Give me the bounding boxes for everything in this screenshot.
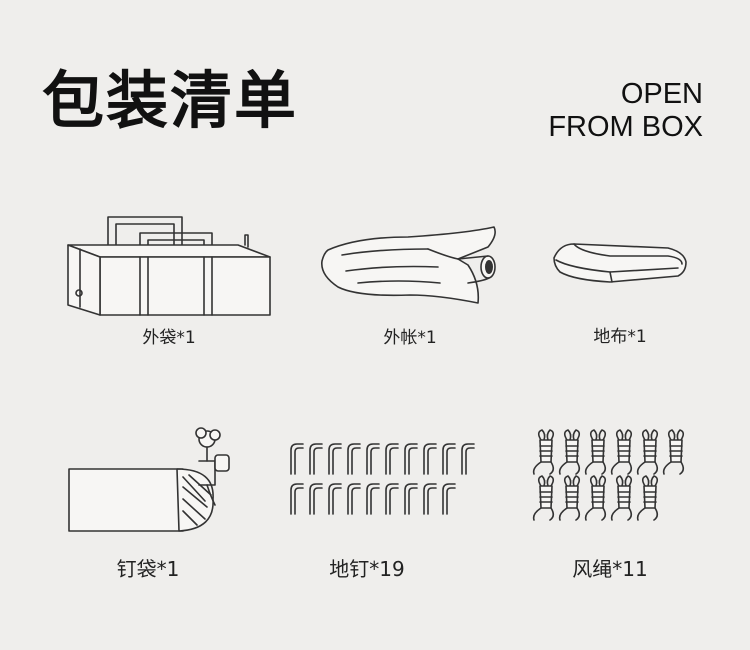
open-from-box-heading: OPEN FROM BOX: [548, 78, 703, 144]
rolled-tent-icon: [321, 226, 496, 304]
ground-peg-icon: [442, 483, 456, 515]
guy-rope-icon: [532, 475, 555, 521]
ground-peg-icon: [309, 483, 323, 515]
guy-rope-icon: [532, 429, 685, 521]
guy-rope-icon: [558, 475, 581, 521]
ground-peg-icon: [404, 483, 418, 515]
guy-rope-icon: [662, 429, 685, 475]
open-from-box-line1: OPEN: [620, 78, 703, 110]
carry-bag-icon: [67, 216, 271, 316]
ground-peg-icon: [347, 483, 361, 515]
item-label-carry-bag: 外袋*1: [142, 328, 196, 348]
ground-peg-icon: [385, 483, 399, 515]
ground-peg-icon: [404, 443, 418, 475]
item-label-ground-cloth: 地布*1: [593, 327, 647, 347]
ground-peg-icon: [347, 443, 361, 475]
page-title: 包装清单: [42, 64, 299, 137]
item-label-rolled-tent: 外帐*1: [383, 328, 437, 348]
ground-peg-icon: [423, 443, 437, 475]
ground-peg-icon: [366, 443, 380, 475]
item-label-peg-bag: 钉袋*1: [116, 557, 180, 581]
guy-rope-icon: [584, 429, 607, 475]
ground-peg-icon: [442, 443, 456, 475]
ground-peg-icon: [328, 443, 342, 475]
peg-bag-icon: [68, 427, 230, 532]
ground-peg-icon: [385, 443, 399, 475]
item-label-guy-ropes: 风绳*11: [572, 557, 648, 581]
guy-rope-icon: [584, 475, 607, 521]
guy-rope-icon: [636, 475, 659, 521]
guy-rope-icon: [532, 429, 555, 475]
open-from-box-line2: FROM BOX: [548, 111, 703, 143]
ground-peg-icon: [366, 483, 380, 515]
ground-peg-icon: [309, 443, 323, 475]
guy-rope-icon: [610, 429, 633, 475]
ground-peg-icon: [290, 443, 304, 475]
ground-peg-icon: [290, 483, 304, 515]
ground-peg-icon: [328, 483, 342, 515]
guy-rope-icon: [610, 475, 633, 521]
ground-peg-icon: [423, 483, 437, 515]
item-label-ground-pegs: 地钉*19: [329, 557, 405, 581]
guy-rope-icon: [558, 429, 581, 475]
ground-peg-icon: [290, 443, 475, 515]
ground-cloth-icon: [553, 243, 687, 283]
guy-rope-icon: [636, 429, 659, 475]
ground-peg-icon: [461, 443, 475, 475]
